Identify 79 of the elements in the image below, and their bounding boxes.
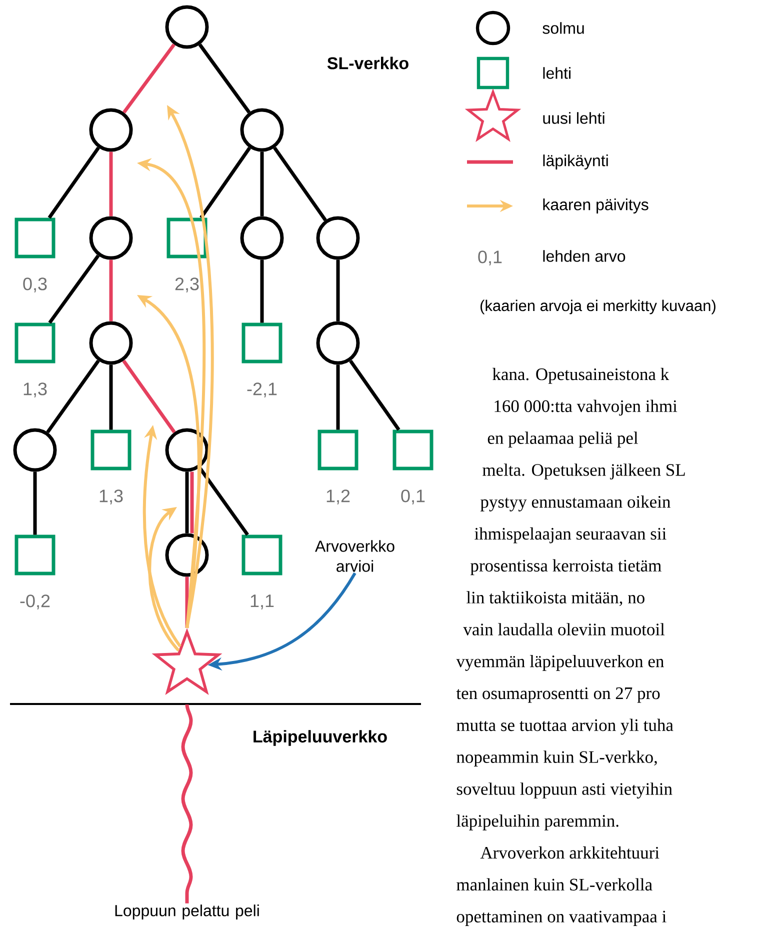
- connector-line: [185, 472, 189, 534]
- paragraph-line: kana. Opetusaineistona k: [492, 368, 670, 384]
- legend-label: uusi lehti: [543, 112, 604, 124]
- connector-line: [336, 364, 340, 430]
- arrow: [148, 507, 180, 652]
- connector-line: [198, 44, 251, 114]
- node-circle: [89, 216, 133, 260]
- node-circle: [316, 216, 360, 260]
- annotation-text: Arvoverkko arvioi: [315, 540, 394, 572]
- section-heading: SL-verkko: [327, 56, 408, 70]
- node-circle: [165, 5, 209, 49]
- paragraph-line: melta. Opetuksen jälkeen SL: [482, 464, 685, 480]
- leaf-value: -0,2: [20, 594, 50, 610]
- leaf-square: [14, 322, 56, 364]
- leaf-square: [242, 534, 282, 576]
- paragraph-line: 160 000:tta vahvojen ihmi: [494, 400, 678, 416]
- paragraph-line: ihmispelaajan seuraavan sii: [474, 527, 666, 544]
- connector-line: [349, 360, 400, 431]
- paragraph-line: Arvoverkon arkkitehtuuri: [480, 846, 660, 859]
- connector-line: [260, 152, 264, 216]
- connector-line: [185, 576, 189, 628]
- leaf-value: 1,3: [24, 382, 47, 398]
- node-circle: [89, 108, 133, 152]
- legend-label: lehden arvo: [543, 250, 626, 262]
- node-circle: [316, 321, 360, 365]
- paragraph-line: soveltuu loppuun asti vietyihin: [456, 782, 672, 798]
- paragraph-line: ten osumaprosentti on 27 pro: [456, 687, 660, 703]
- connector-line: [122, 43, 176, 114]
- connector-line: [48, 254, 100, 324]
- caption-text: Loppuun pelattu peli: [115, 904, 259, 920]
- leaf-value: 2,3: [175, 278, 199, 292]
- paragraph-line: opettaminen on vaativampaa i: [456, 910, 666, 926]
- connector-line: [260, 260, 264, 323]
- leaf-value: 1,1: [250, 594, 274, 610]
- paragraph-line: nopeammin kuin SL-verkko,: [456, 750, 657, 767]
- node-circle: [13, 428, 57, 472]
- node-circle: [240, 108, 284, 152]
- paragraph-line: prosentissa kerroista tietäm: [470, 559, 662, 576]
- connector-line: [48, 146, 100, 219]
- leaf-square: [166, 218, 208, 258]
- paragraph-line: manlainen kuin SL-verkolla: [456, 878, 652, 891]
- connector-line: [109, 152, 113, 216]
- connector-line: [122, 360, 176, 434]
- connector-line: [46, 360, 100, 434]
- legend-label: lehti: [543, 67, 570, 79]
- value-sample: 0,1: [478, 250, 502, 266]
- leaf-value: 0,3: [23, 278, 47, 292]
- note-text: (kaarien arvoja ei merkitty kuvaan): [480, 300, 716, 314]
- paragraph-line: lin taktiikoista mitään, no: [466, 591, 644, 606]
- connector-line: [273, 146, 327, 222]
- legend-label: kaaren päivitys: [543, 198, 648, 214]
- paragraph-line: pystyy ennustamaan oikein: [480, 495, 670, 512]
- connector-line: [190, 472, 194, 534]
- node-circle: [240, 216, 284, 260]
- paragraph-line: vain laudalla oleviin muotoil: [463, 623, 665, 636]
- leaf-value: -2,1: [247, 382, 277, 398]
- leaf-value: 0,1: [401, 490, 425, 504]
- paragraph-line: vyemmän läpipeluuverkon en: [456, 654, 664, 671]
- connector-line: [200, 146, 252, 219]
- leaf-square: [242, 322, 282, 364]
- legend-label: solmu: [542, 22, 584, 34]
- leaf-square: [14, 218, 56, 258]
- node-circle: [89, 321, 133, 365]
- paragraph-line: mutta se tuottaa arvion yli tuha: [456, 718, 674, 735]
- leaf-square: [90, 430, 132, 470]
- leaf-square: [392, 430, 434, 470]
- leaf-square: [14, 534, 56, 576]
- connector-line: [336, 260, 340, 322]
- paragraph-line: en pelaamaa peliä pel: [488, 432, 638, 448]
- section-heading: Läpipeluuverkko: [254, 730, 387, 746]
- leaf-value: 1,2: [326, 490, 350, 504]
- wavy-line: [181, 704, 193, 904]
- leaf-square: [318, 430, 358, 470]
- connector-line: [109, 364, 113, 430]
- leaf-value: 1,3: [100, 490, 123, 504]
- connector-line: [109, 260, 113, 322]
- connector-line: [33, 472, 37, 535]
- legend-label: läpikäynti: [543, 154, 608, 170]
- paragraph-line: läpipeluihin paremmin.: [456, 814, 618, 830]
